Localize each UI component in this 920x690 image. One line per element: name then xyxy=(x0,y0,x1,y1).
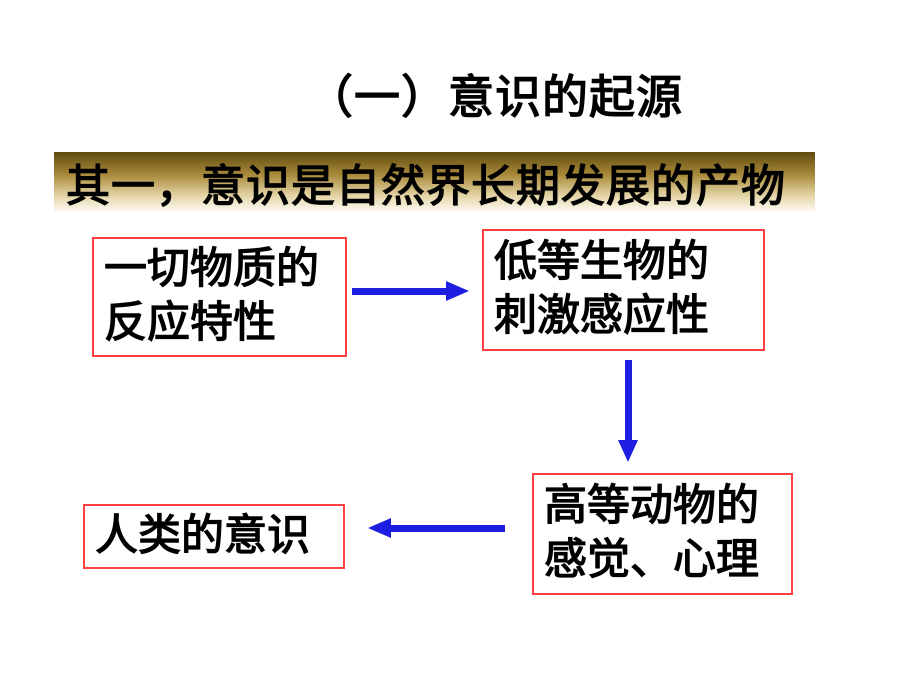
flow-box-all-matter-reaction: 一切物质的 反应特性 xyxy=(92,237,347,357)
flow-box-text-line: 一切物质的 xyxy=(104,245,319,294)
section-banner-text: 其一，意识是自然界长期发展的产物 xyxy=(66,162,786,211)
arrow-right-icon xyxy=(352,281,469,301)
flow-box-human-consciousness: 人类的意识 xyxy=(83,504,345,569)
arrow-down-icon xyxy=(618,360,638,462)
arrow-shaft xyxy=(624,360,632,441)
arrow-shaft xyxy=(352,287,447,295)
section-banner: 其一，意识是自然界长期发展的产物 xyxy=(54,152,815,212)
flow-box-text-line: 高等动物的 xyxy=(544,482,759,531)
arrow-left-icon xyxy=(368,518,505,538)
flow-box-text-line: 低等生物的 xyxy=(494,238,709,287)
flow-box-text-line: 刺激感应性 xyxy=(494,292,709,340)
flow-box-text-line: 反应特性 xyxy=(104,299,276,347)
arrow-head xyxy=(368,518,391,538)
arrow-shaft xyxy=(391,524,505,532)
flow-box-high-animal-psyche: 高等动物的 感觉、心理 xyxy=(532,473,793,595)
flow-box-text-line: 感觉、心理 xyxy=(544,536,759,584)
slide-title: （一）意识的起源 xyxy=(307,72,683,123)
arrow-head xyxy=(446,281,469,301)
arrow-head xyxy=(618,440,638,462)
flow-box-low-organism-response: 低等生物的 刺激感应性 xyxy=(482,229,765,351)
flow-box-text-line: 人类的意识 xyxy=(95,511,310,560)
